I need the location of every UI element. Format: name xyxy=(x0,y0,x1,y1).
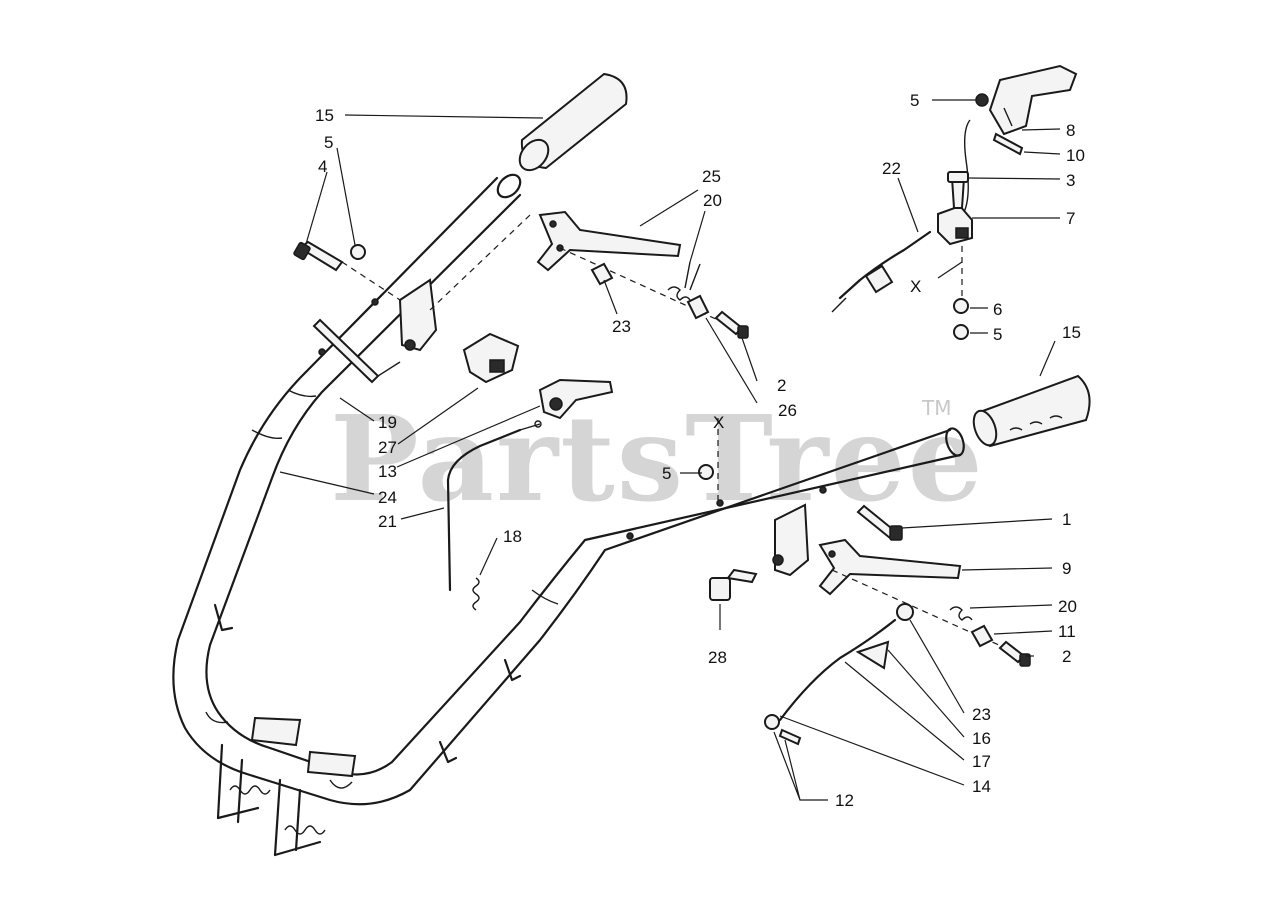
callout-20-right: 20 xyxy=(1058,597,1077,616)
callout-25: 25 xyxy=(702,167,721,186)
callout-4: 4 xyxy=(318,157,327,176)
callout-5-center: 5 xyxy=(662,464,671,483)
handlebar-frame xyxy=(172,173,965,857)
callout-27: 27 xyxy=(378,438,397,457)
callout-15-right: 15 xyxy=(1062,323,1081,342)
callout-2: 2 xyxy=(777,376,786,395)
callout-7: 7 xyxy=(1066,209,1075,228)
pin-10 xyxy=(992,132,1024,156)
spring-20-left xyxy=(667,261,701,301)
bolt-28 xyxy=(709,568,758,601)
watermark-text: PartsTree xyxy=(330,389,985,528)
callout-26: 26 xyxy=(778,401,797,420)
cable-22 xyxy=(831,119,971,313)
control-lever-13 xyxy=(538,378,614,420)
callout-13: 13 xyxy=(378,462,397,481)
bolt-4 xyxy=(293,240,344,272)
nut-5-center xyxy=(698,464,714,480)
nut-5-top xyxy=(975,93,989,107)
leader-lines xyxy=(279,99,1061,801)
lever-25 xyxy=(536,210,682,272)
callout-16: 16 xyxy=(972,729,991,748)
callout-28: 28 xyxy=(708,648,727,667)
callout-5-bottom: 5 xyxy=(993,325,1002,344)
callout-21: 21 xyxy=(378,512,397,531)
callout-22: 22 xyxy=(882,159,901,178)
callout-14: 14 xyxy=(972,777,991,796)
grip-right xyxy=(972,374,1091,448)
callout-11: 11 xyxy=(1058,622,1076,641)
callout-2-right: 2 xyxy=(1062,647,1071,666)
callout-1: 1 xyxy=(1062,510,1071,529)
bolt-3 xyxy=(947,171,969,209)
grip-left xyxy=(518,72,628,172)
callout-17: 17 xyxy=(972,752,991,771)
callout-10: 10 xyxy=(1066,146,1085,165)
bolt-1 xyxy=(856,504,903,541)
cable-end-14 xyxy=(764,714,802,746)
callout-23-right: 23 xyxy=(972,705,991,724)
nut-5-left xyxy=(350,244,366,260)
control-handle-8 xyxy=(988,64,1078,136)
callout-8: 8 xyxy=(1066,121,1075,140)
callout-labels: 15 5 4 25 20 23 2 26 19 27 13 24 21 18 X… xyxy=(315,91,1085,810)
cable-21 xyxy=(446,420,542,592)
nut-5-bottom xyxy=(953,324,969,340)
clip-16 xyxy=(855,640,890,670)
spring-18 xyxy=(472,577,480,611)
callout-9: 9 xyxy=(1062,559,1071,578)
washer-6 xyxy=(953,298,969,314)
callout-24: 24 xyxy=(378,488,397,507)
callout-3: 3 xyxy=(1066,171,1075,190)
bracket-7 xyxy=(937,204,973,246)
callout-12: 12 xyxy=(835,791,854,810)
lever-9 xyxy=(818,538,962,596)
callout-x: X xyxy=(713,413,724,432)
callout-23: 23 xyxy=(612,317,631,336)
callout-18: 18 xyxy=(503,527,522,546)
callout-6: 6 xyxy=(993,300,1002,319)
cable-19 xyxy=(312,318,401,384)
callout-5-top: 5 xyxy=(910,91,919,110)
callout-19: 19 xyxy=(378,413,397,432)
callout-20: 20 xyxy=(703,191,722,210)
watermark-trademark: TM xyxy=(921,396,951,420)
cable-17 xyxy=(778,603,914,722)
callout-15: 15 xyxy=(315,106,334,125)
callout-5: 5 xyxy=(324,133,333,152)
throttle-bracket-27 xyxy=(462,332,520,384)
callout-x-top: X xyxy=(910,277,921,296)
